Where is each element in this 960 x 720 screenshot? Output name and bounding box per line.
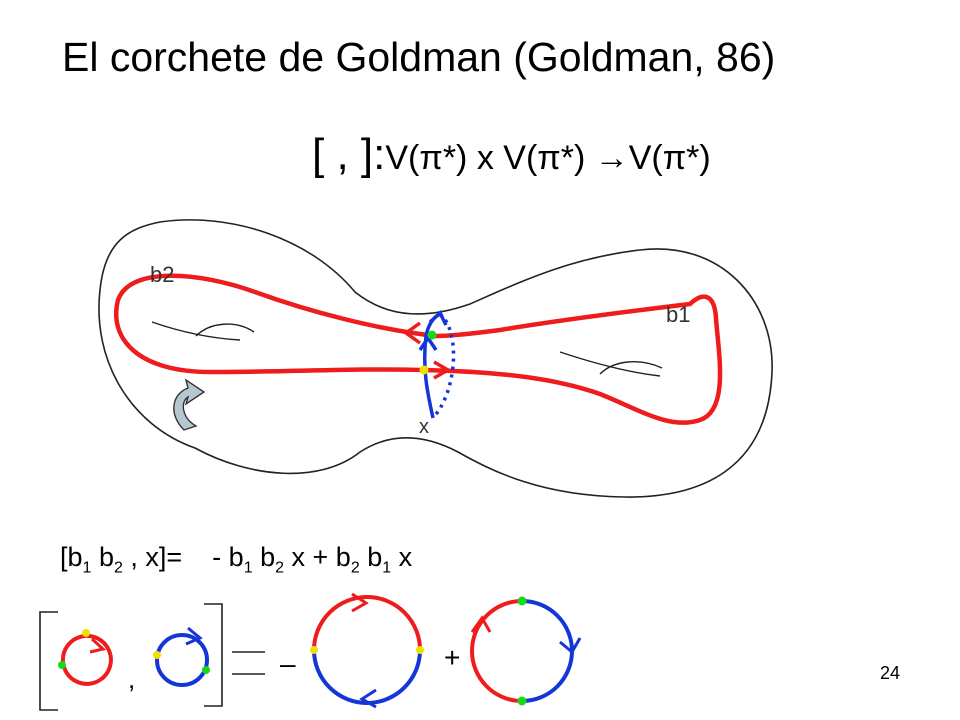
bracket-signature: [ , ]:V(π*) x V(π*) →V(π*) bbox=[312, 130, 711, 180]
formula-sub: 1 bbox=[382, 559, 392, 577]
formula-part: x bbox=[391, 542, 413, 572]
label-b2: b2 bbox=[150, 262, 174, 287]
big-right-bracket bbox=[204, 603, 223, 707]
circle2-green-point bbox=[202, 666, 210, 674]
circle2-yellow-point bbox=[153, 651, 161, 659]
slide-title: El corchete de Goldman (Goldman, 86) bbox=[62, 34, 776, 80]
pictorial-comma: , bbox=[128, 664, 135, 694]
label-x: x bbox=[419, 416, 429, 438]
formula-part: b bbox=[91, 542, 114, 572]
formula-sub: 2 bbox=[113, 559, 123, 577]
formula-part: [b bbox=[60, 542, 83, 572]
bracket-formula: [b1 b2 , x]= - b1 b2 x + b2 b1 x bbox=[60, 542, 412, 577]
circle1-red-arc bbox=[60, 633, 113, 682]
circle4-blue-arc bbox=[521, 599, 574, 703]
red-arrow-upper bbox=[402, 321, 422, 345]
formula-sub: 1 bbox=[82, 559, 92, 577]
circle1-green-point bbox=[58, 661, 66, 669]
pictorial-plus: + bbox=[444, 642, 460, 673]
formula-part: , x]= bbox=[122, 542, 183, 572]
right-handle-arc bbox=[599, 361, 663, 375]
surface-outline bbox=[98, 219, 773, 498]
left-handle-arc bbox=[195, 323, 255, 337]
left-handle bbox=[151, 321, 241, 341]
circle4-arrow-right bbox=[559, 637, 582, 655]
formula-sub: 2 bbox=[350, 559, 360, 577]
circle4-arrow-left bbox=[470, 615, 492, 633]
bracket-symbol: [ , ]: bbox=[312, 130, 386, 179]
orientation-arrow-icon bbox=[173, 378, 206, 431]
formula-part: - b bbox=[212, 542, 244, 572]
pictorial-minus: – bbox=[280, 648, 296, 679]
formula-sub: 2 bbox=[275, 559, 285, 577]
formula-part: x + b bbox=[284, 542, 351, 572]
circle1-blue-arc bbox=[61, 661, 102, 686]
blue-arrow-2 bbox=[428, 310, 448, 326]
red-loop-b1b2 bbox=[114, 273, 723, 425]
formula-part: b bbox=[252, 542, 276, 572]
green-base-point bbox=[427, 330, 437, 340]
formula-part: b bbox=[359, 542, 383, 572]
big-left-bracket bbox=[39, 611, 58, 711]
circle3-arrow-top bbox=[351, 592, 369, 613]
right-handle bbox=[559, 351, 661, 377]
formula-sub: 1 bbox=[243, 559, 253, 577]
page-number: 24 bbox=[880, 663, 901, 683]
circle4-green-bottom bbox=[517, 696, 527, 706]
blue-arrow-1 bbox=[418, 334, 438, 351]
circle4-green-top bbox=[517, 596, 527, 606]
circle3-yellow-left bbox=[310, 646, 318, 654]
red-arrow-lower bbox=[433, 360, 452, 380]
circle1-yellow-point bbox=[82, 629, 90, 637]
circle4-red-arc bbox=[470, 599, 523, 703]
circle2-blue bbox=[155, 633, 209, 687]
circle1-arrow bbox=[89, 637, 107, 654]
circle3-yellow-right bbox=[416, 646, 424, 654]
yellow-base-point bbox=[419, 365, 429, 375]
circle2-arrow bbox=[185, 626, 203, 646]
circle3-red-arc bbox=[312, 595, 422, 651]
label-b1: b1 bbox=[666, 302, 690, 327]
circle3-arrow-bottom bbox=[359, 688, 377, 709]
bracket-map: V(π*) x V(π*) →V(π*) bbox=[385, 139, 711, 177]
